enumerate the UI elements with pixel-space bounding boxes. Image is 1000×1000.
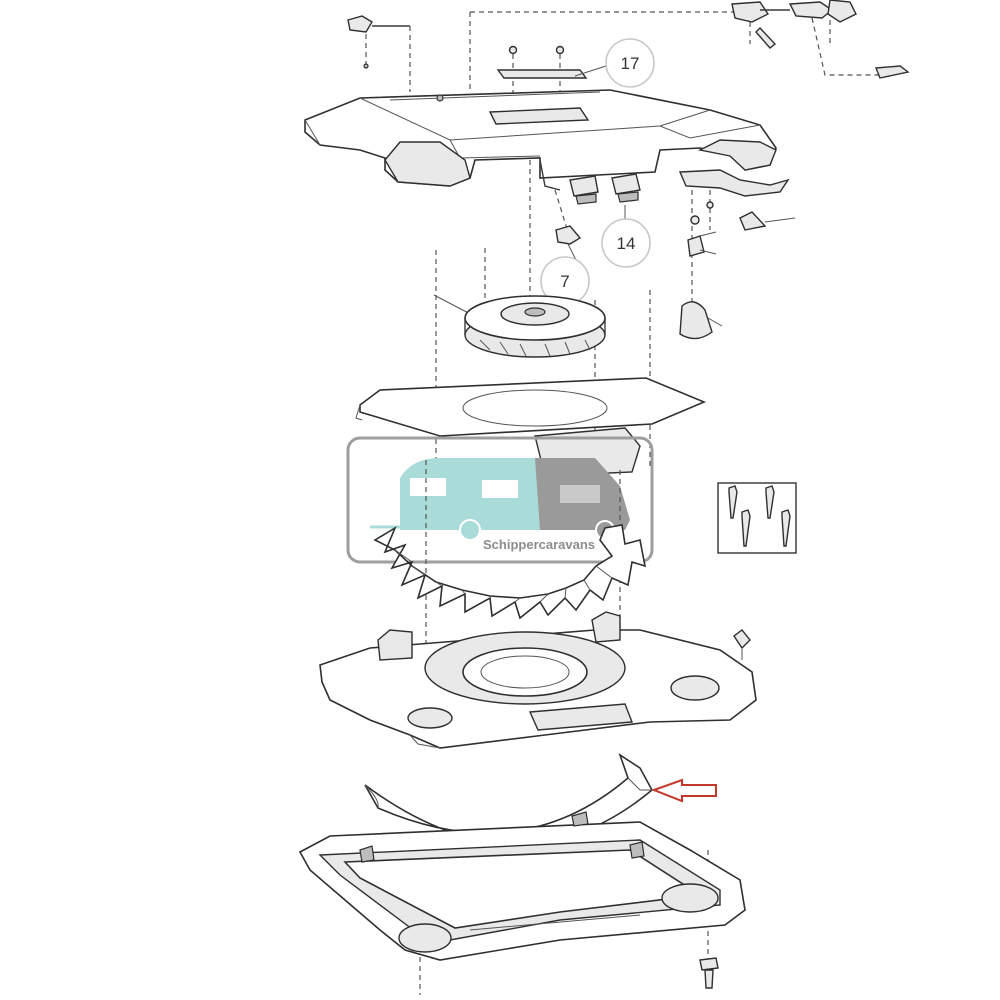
callout-17: 17	[605, 38, 655, 88]
screws-icon	[728, 485, 791, 547]
callout-17-label: 17	[621, 54, 640, 73]
arrow-left-icon	[651, 778, 717, 803]
bottom-screw	[699, 957, 719, 989]
callout-7-label: 7	[560, 272, 569, 291]
base-plate	[319, 611, 757, 749]
callout-14-label: 14	[617, 234, 636, 253]
pointer-arrow	[651, 778, 717, 803]
screws-box	[717, 482, 797, 554]
bellows-ring	[373, 460, 647, 660]
top-cover	[304, 89, 777, 187]
bottom-frame	[298, 811, 746, 995]
top-right-hardware	[469, 0, 910, 90]
watermark-text: Schippercaravans	[483, 537, 595, 552]
connectors	[539, 159, 641, 230]
watermark-logo: Schippercaravans	[346, 436, 654, 564]
callout-14: 14	[601, 218, 651, 268]
right-bracket	[678, 169, 796, 340]
top-left-clip	[347, 15, 411, 92]
